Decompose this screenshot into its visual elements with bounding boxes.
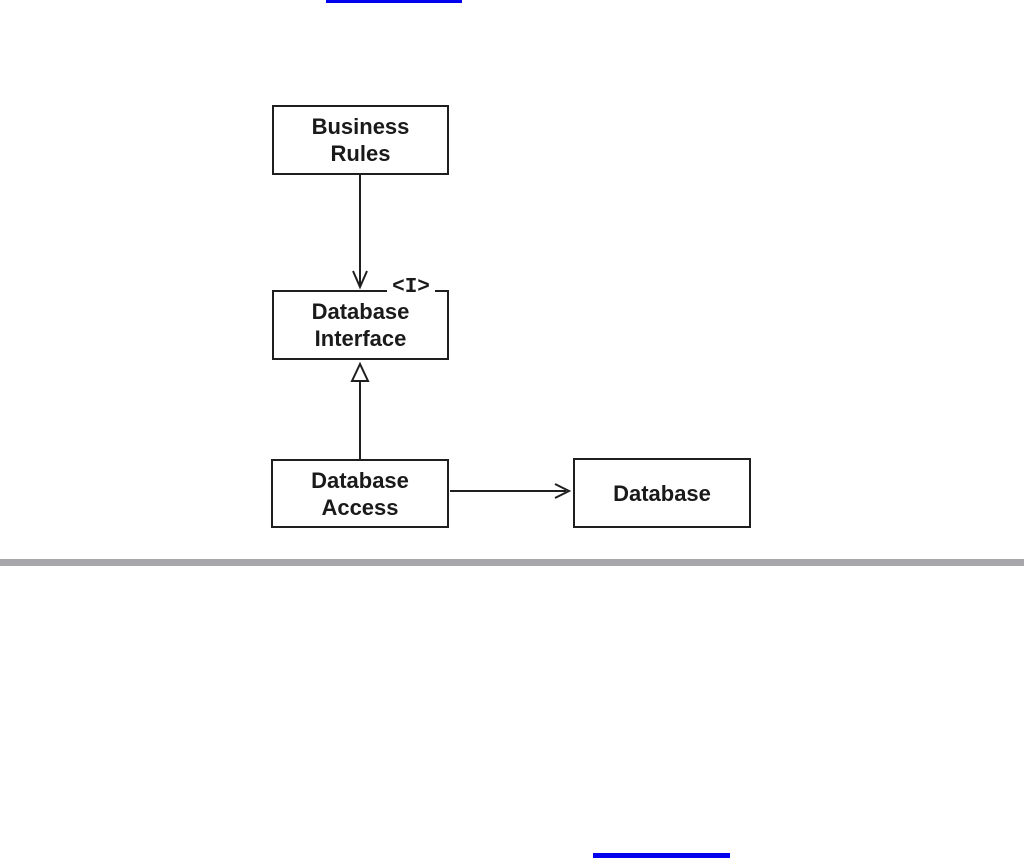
node-label-line: Business (311, 114, 410, 139)
open-arrowhead-right-icon (554, 483, 572, 499)
node-database: Database (573, 458, 751, 528)
node-label-line: Rules (330, 141, 391, 166)
node-database-interface: Database Interface (272, 290, 449, 360)
interface-marker: <I> (387, 277, 435, 298)
node-label-line: Database (613, 480, 711, 506)
section-divider (0, 559, 1024, 566)
node-label-line: Interface (314, 326, 407, 351)
bottom-link-underline[interactable] (593, 853, 730, 858)
top-link-underline[interactable] (326, 0, 462, 3)
open-arrowhead-down-icon (352, 270, 368, 290)
node-label-line: Access (321, 494, 399, 520)
node-label-line: Database (311, 299, 410, 324)
node-label-line: Database (311, 467, 409, 493)
node-database-access: Database Access (271, 459, 449, 528)
hollow-triangle-arrowhead-icon (350, 361, 370, 382)
node-business-rules: Business Rules (272, 105, 449, 175)
